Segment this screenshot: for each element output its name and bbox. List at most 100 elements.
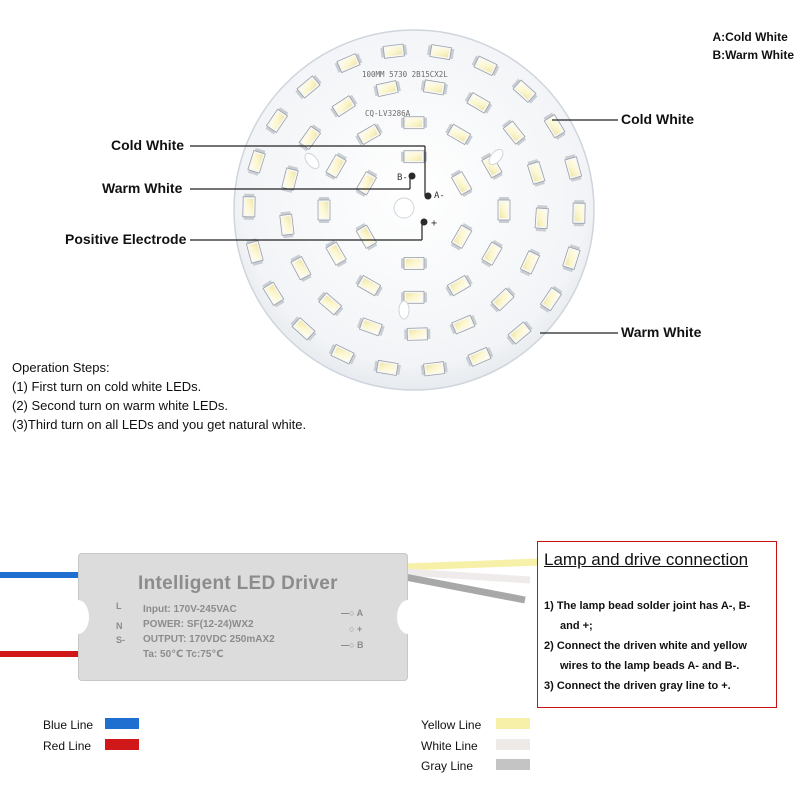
led-chip — [481, 152, 503, 181]
callout-warm-white-left: Warm White — [102, 180, 183, 196]
led-chip — [373, 80, 401, 98]
led-chip — [355, 123, 383, 146]
led-chip — [420, 361, 448, 377]
led-chip — [445, 274, 473, 297]
led-chip — [401, 290, 427, 304]
terminal-plus: + — [356, 624, 363, 634]
legend-label: Yellow Line — [421, 718, 482, 732]
mount-hole — [488, 148, 504, 166]
center-hole — [393, 197, 415, 219]
board-print-model: CQ-LV3286A — [365, 109, 411, 118]
connection-step: and +; — [560, 620, 593, 632]
led-chip — [355, 169, 378, 198]
gray-wire — [404, 573, 526, 604]
driver-specs: Input: 170V-245VAC POWER: SF(12-24)WX2 O… — [143, 602, 275, 662]
led-chip — [497, 197, 511, 223]
solder-point-a — [424, 192, 432, 200]
board-print-top: 100MM 5730 2B15CX2L — [362, 70, 448, 79]
led-chip — [325, 152, 347, 181]
solder-point-b — [408, 172, 416, 180]
led-chip — [281, 165, 299, 193]
terminal-s: S- — [116, 635, 125, 645]
led-chip — [290, 254, 312, 283]
led-chip — [295, 74, 322, 100]
led-chip — [572, 200, 586, 227]
led-chip — [543, 112, 566, 140]
led-chip — [355, 222, 378, 251]
board-mark-b: B- — [397, 173, 408, 183]
legend-label: Gray Line — [421, 759, 474, 773]
led-chip — [471, 55, 500, 77]
driver-output: OUTPUT: 170VDC 250mAX2 — [143, 634, 275, 645]
driver-notch-left — [67, 600, 89, 634]
legend-label: Red Line — [43, 739, 92, 753]
led-chip — [247, 147, 266, 176]
led-group — [242, 43, 586, 377]
led-chip — [450, 169, 473, 198]
driver-notch-right — [397, 600, 419, 634]
legend-label: White Line — [421, 739, 478, 753]
connection-steps: 1) The lamp bead solder joint has A-, B-… — [544, 596, 750, 696]
led-chip — [334, 53, 363, 74]
led-chip — [356, 317, 385, 337]
led-chip — [245, 238, 264, 266]
led-chip — [380, 43, 408, 59]
led-board-graphic: 100MM 5730 2B15CX2L CQ-LV3286A B- A- + — [190, 29, 618, 391]
led-chip — [262, 280, 285, 308]
terminal-b: B — [356, 640, 364, 650]
connection-step: wires to the lamp beads A- and B-. — [560, 660, 740, 672]
led-chip — [534, 204, 549, 232]
led-chip — [464, 91, 493, 114]
ab-legend: A:Cold White B:Warm White — [712, 28, 794, 64]
led-chip — [290, 316, 317, 342]
led-driver: Intelligent LED Driver L N S- Input: 170… — [67, 553, 419, 681]
legend-swatch — [105, 718, 139, 729]
led-chip — [355, 274, 383, 297]
legend-a: A:Cold White — [712, 30, 788, 44]
wire-legend-gray: Gray Line — [421, 757, 530, 775]
led-chip — [317, 197, 331, 223]
mount-hole — [398, 300, 410, 320]
connection-box: Lamp and drive connection 1) The lamp be… — [537, 541, 777, 708]
callout-positive-electrode: Positive Electrode — [65, 231, 187, 247]
legend-swatch — [496, 759, 530, 770]
legend-swatch — [496, 739, 530, 750]
callout-cold-white-left: Cold White — [111, 137, 185, 153]
led-chip — [427, 44, 455, 61]
operation-steps-title: Operation Steps: — [12, 360, 110, 375]
board-mark-plus: + — [431, 218, 437, 229]
led-chip — [526, 158, 546, 187]
terminal-l: L — [116, 601, 122, 611]
led-chip — [420, 79, 448, 96]
driver-output-terminals: ○ A ○ + ○ B — [341, 605, 363, 653]
connection-title: Lamp and drive connection — [544, 550, 749, 569]
led-chip — [506, 320, 533, 346]
legend-swatch — [496, 718, 530, 729]
led-chip — [511, 78, 538, 104]
led-chip — [449, 314, 478, 335]
terminal-n: N — [116, 621, 123, 631]
legend-label: Blue Line — [43, 718, 94, 732]
led-chip — [481, 239, 503, 268]
led-chip — [502, 119, 527, 146]
driver-input: Input: 170V-245VAC — [143, 604, 237, 615]
connection-step: 3) Connect the driven gray line to +. — [544, 680, 731, 692]
connection-step: 1) The lamp bead solder joint has A-, B- — [544, 600, 751, 612]
callout-warm-white-right: Warm White — [621, 324, 702, 340]
wire-legend-blue: Blue Line — [43, 716, 139, 734]
wire-legend-red: Red Line — [43, 737, 139, 755]
driver-temp: Ta: 50℃ Tc:75℃ — [143, 649, 224, 660]
operation-step: (1) First turn on cold white LEDs. — [12, 379, 202, 394]
led-chip — [450, 222, 473, 251]
led-chip — [317, 291, 344, 317]
connection-step: 2) Connect the driven white and yellow — [544, 640, 747, 652]
led-chip — [519, 248, 541, 277]
board-mark-a: A- — [434, 191, 445, 201]
yellow-wire — [404, 558, 541, 571]
driver-power: POWER: SF(12-24)WX2 — [143, 619, 254, 630]
led-chip — [401, 150, 427, 164]
white-wire — [404, 568, 531, 584]
led-chip — [445, 123, 473, 146]
led-chip — [401, 256, 427, 270]
led-chip — [564, 154, 583, 182]
